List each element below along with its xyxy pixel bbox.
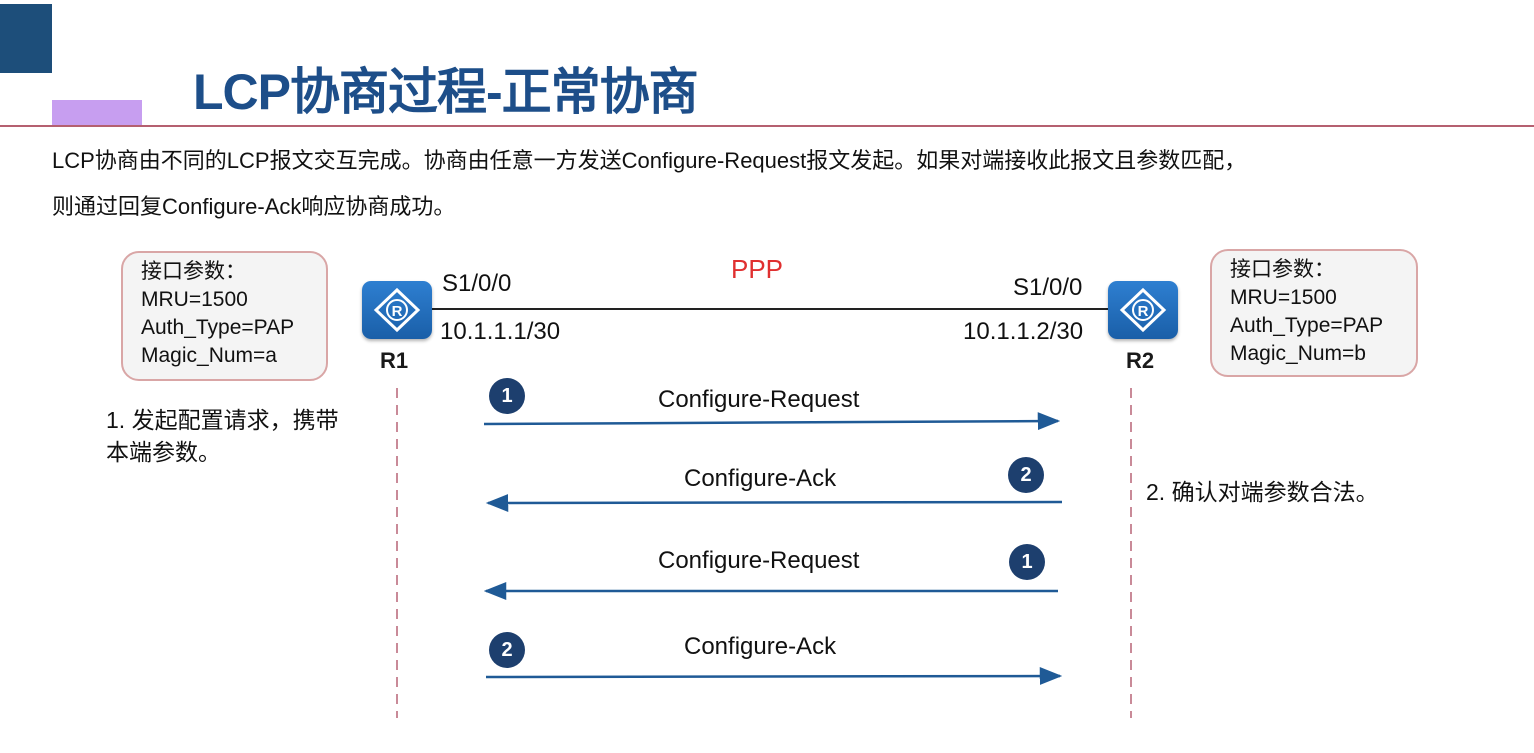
ppp-link-label: PPP xyxy=(731,254,784,284)
router-icon: R xyxy=(373,287,421,333)
arrow-configure-ack-2 xyxy=(485,667,1063,686)
router-icon: R xyxy=(1119,287,1167,333)
r1-param-magic: Magic_Num=a xyxy=(141,344,277,367)
r2-interface-label: S1/0/0 xyxy=(1013,274,1083,301)
step-badge: 2 xyxy=(489,632,525,668)
r2-param-magic: Magic_Num=b xyxy=(1230,342,1366,365)
r2-note-line-1: 2. 确认对端参数合法。 xyxy=(1146,479,1379,505)
message-label: Configure-Request xyxy=(658,547,860,574)
r1-param-mru: MRU=1500 xyxy=(141,288,248,311)
intro-line-2: 则通过回复Configure-Ack响应协商成功。 xyxy=(52,194,456,219)
r2-param-mru: MRU=1500 xyxy=(1230,286,1337,309)
message-label: Configure-Ack xyxy=(684,633,837,660)
title-rule xyxy=(0,125,1534,127)
arrow-configure-request-1 xyxy=(483,412,1061,431)
r1-note-line-1: 1. 发起配置请求，携带 xyxy=(106,407,339,433)
r1-param-auth: Auth_Type=PAP xyxy=(141,316,295,339)
page-title: LCP协商过程-正常协商 xyxy=(193,64,699,120)
r1-interface-label: S1/0/0 xyxy=(442,270,512,297)
r2-ip-label: 10.1.1.2/30 xyxy=(963,318,1084,345)
r2-params-heading: 接口参数： xyxy=(1230,258,1335,281)
r1-router-icon: R xyxy=(362,281,432,339)
r2-param-auth: Auth_Type=PAP xyxy=(1230,314,1384,337)
r2-name: R2 xyxy=(1126,348,1155,373)
accent-bar xyxy=(52,100,142,126)
step-badge: 1 xyxy=(1009,544,1045,580)
r1-note-line-2: 本端参数。 xyxy=(106,439,221,465)
message-label: Configure-Ack xyxy=(684,465,837,492)
r2-note: 2. 确认对端参数合法。 xyxy=(1146,476,1446,508)
corner-block xyxy=(0,4,52,73)
message-label: Configure-Request xyxy=(658,386,860,413)
r1-note: 1. 发起配置请求，携带 本端参数。 xyxy=(106,404,381,468)
r1-name: R1 xyxy=(380,348,409,373)
svg-text:R: R xyxy=(1138,303,1149,320)
arrow-configure-ack-1 xyxy=(485,493,1063,512)
svg-text:R: R xyxy=(392,303,403,320)
r1-params-heading: 接口参数： xyxy=(141,260,246,283)
r2-params-box: 接口参数： MRU=1500 Auth_Type=PAP Magic_Num=b xyxy=(1210,249,1418,377)
intro-text: LCP协商由不同的LCP报文交互完成。协商由任意一方发送Configure-Re… xyxy=(52,138,1502,230)
step-badge: 2 xyxy=(1008,457,1044,493)
r1-ip-label: 10.1.1.1/30 xyxy=(440,318,561,345)
step-badge: 1 xyxy=(489,378,525,414)
intro-line-1: LCP协商由不同的LCP报文交互完成。协商由任意一方发送Configure-Re… xyxy=(52,148,1247,173)
r1-params-box: 接口参数： MRU=1500 Auth_Type=PAP Magic_Num=a xyxy=(121,251,328,381)
r2-router-icon: R xyxy=(1108,281,1178,339)
